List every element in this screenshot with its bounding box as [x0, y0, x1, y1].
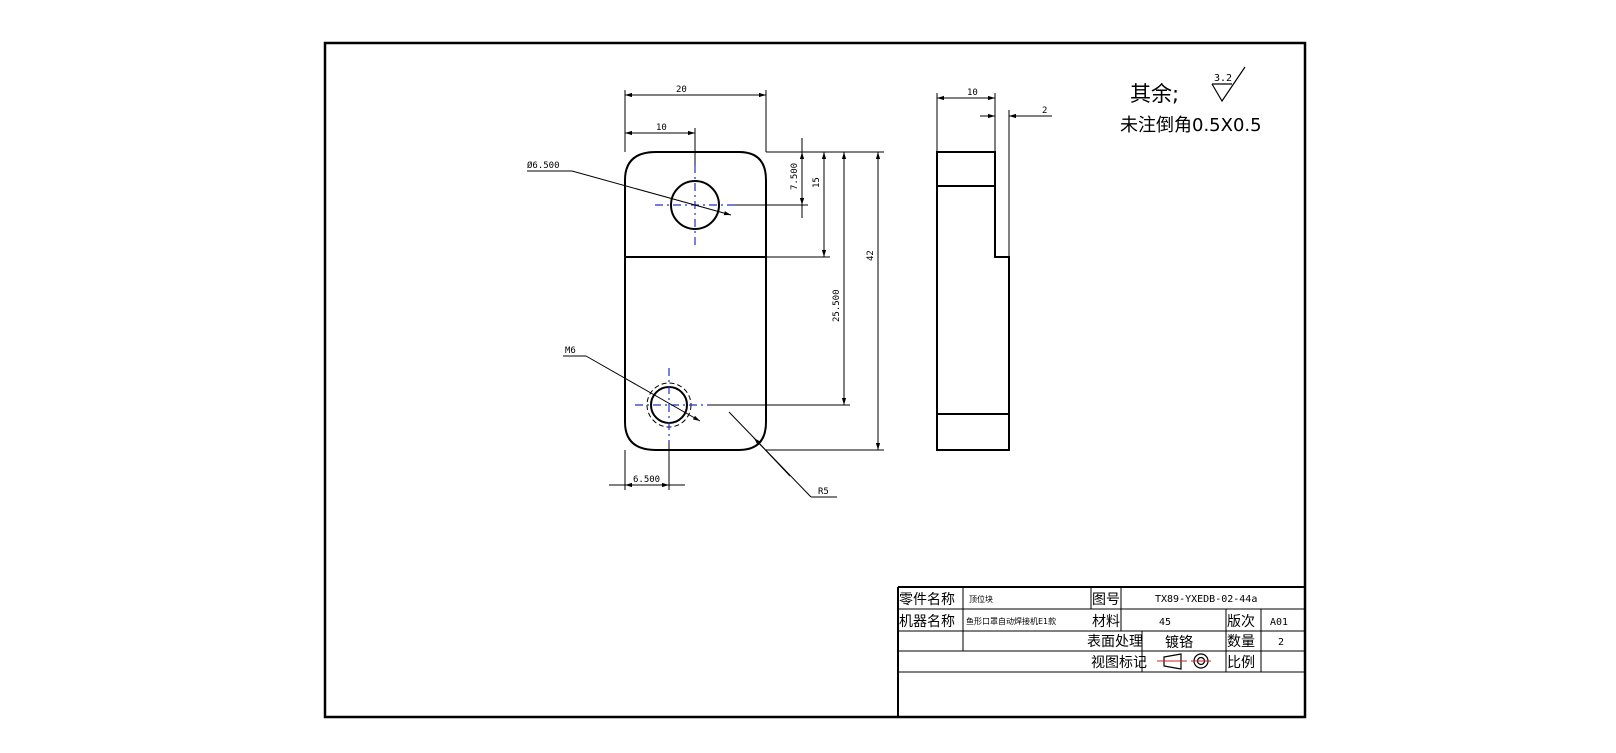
roughness-note: 其余;	[1130, 82, 1179, 106]
title-block: 零件名称 顶位块 图号 TX89-YXEDB-02-44a 机器名称 鱼形口罩自…	[897, 586, 1305, 717]
drawing-number-value: TX89-YXEDB-02-44a	[1155, 594, 1257, 605]
machine-name-value: 鱼形口罩自动焊接机E1款	[966, 616, 1056, 626]
hole-diameter-label: Ø6.500	[527, 160, 560, 171]
front-view	[624, 151, 767, 451]
revision-value: A01	[1270, 617, 1288, 628]
surface-treatment-label: 表面处理	[1087, 634, 1143, 650]
edge-offset-dimension-label: 6.500	[633, 475, 660, 485]
scale-label: 比例	[1227, 655, 1255, 671]
material-label: 材料	[1092, 614, 1120, 630]
material-value: 45	[1159, 617, 1171, 628]
hole-offset-dimension-label: 10	[656, 123, 667, 133]
side-width-dimension-label: 10	[967, 88, 978, 98]
side-step-dimension-label: 2	[1042, 106, 1047, 116]
roughness-symbol-icon: 3.2	[1211, 66, 1246, 103]
step-dimension-label: 15	[812, 177, 822, 188]
projection-symbol-icon	[1157, 653, 1211, 670]
view-mark-label: 视图标记	[1091, 655, 1147, 671]
height-dimension-label: 42	[866, 250, 876, 261]
hole-center-dimension-label: 7.500	[790, 163, 800, 190]
general-notes: 其余; 3.2 未注倒角0.5X0.5	[1120, 66, 1262, 136]
thread-label: M6	[565, 346, 576, 356]
radius-label: R5	[818, 487, 829, 497]
chamfer-note: 未注倒角0.5X0.5	[1120, 115, 1262, 136]
side-view-outline	[936, 151, 1010, 451]
front-view-dimensions: 20 10 Ø6.500 7.500 15 25.500 42 M6	[527, 85, 884, 498]
quantity-value: 2	[1278, 637, 1284, 648]
side-view-dimensions: 10 2	[936, 88, 1052, 257]
upper-hole	[670, 180, 720, 230]
quantity-label: 数量	[1227, 634, 1255, 650]
drawing-frame	[323, 41, 1307, 719]
lower-hole-dimension-label: 25.500	[832, 289, 842, 322]
width-dimension-label: 20	[676, 85, 687, 95]
front-view-outline	[624, 151, 767, 451]
drawing-number-label: 图号	[1092, 592, 1120, 608]
roughness-value: 3.2	[1214, 73, 1232, 84]
machine-name-label: 机器名称	[899, 614, 955, 630]
side-view	[936, 151, 1010, 451]
surface-treatment-value: 镀铬	[1165, 634, 1193, 651]
part-name-label: 零件名称	[899, 592, 955, 608]
part-name-value: 顶位块	[969, 594, 993, 604]
revision-label: 版次	[1227, 614, 1255, 630]
